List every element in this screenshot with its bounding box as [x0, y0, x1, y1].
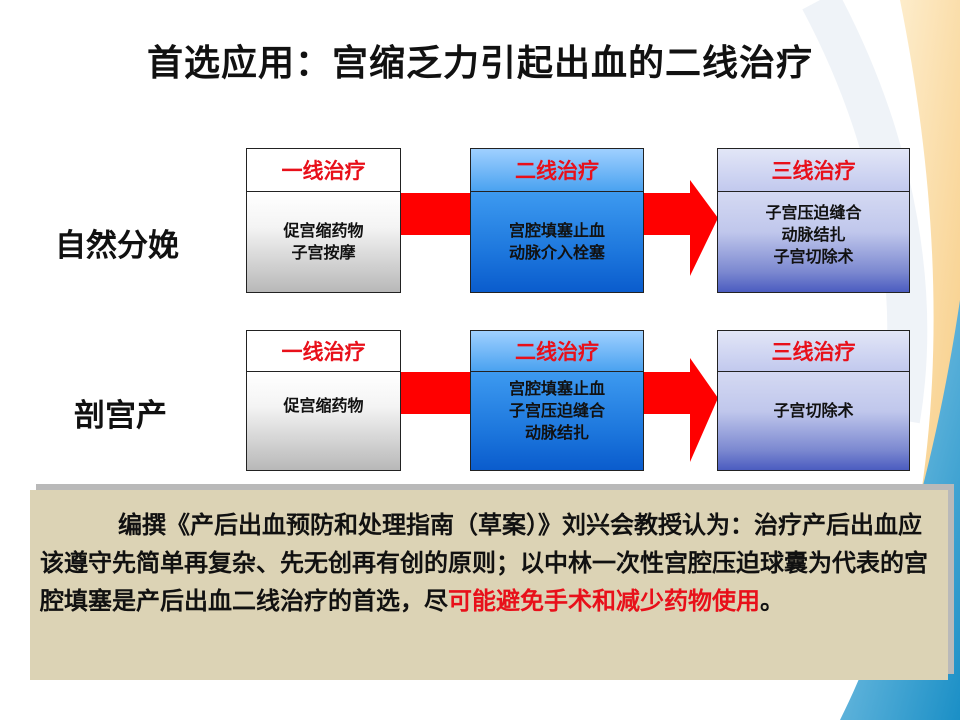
treatment-item: 子宫按摩	[291, 243, 356, 262]
third-line-box: 三线治疗 子宫切除术	[717, 330, 910, 471]
row-label-natural-delivery: 自然分娩	[55, 228, 179, 264]
treatment-item: 动脉结扎	[781, 225, 846, 244]
arrow-band-1-2	[398, 372, 472, 414]
treatment-item: 宫腔填塞止血	[508, 379, 605, 398]
row-label-cesarean: 剖宫产	[74, 398, 167, 434]
note-highlight: 可能避免手术和减少药物使用	[448, 587, 760, 615]
third-line-box: 三线治疗 子宫压迫缝合 动脉结扎 子宫切除术	[717, 148, 910, 293]
treatment-item: 促宫缩药物	[283, 396, 364, 415]
first-line-box: 一线治疗 促宫缩药物 子宫按摩	[246, 148, 401, 293]
treatment-item: 动脉介入栓塞	[508, 243, 605, 262]
box-header: 二线治疗	[471, 149, 643, 192]
arrow-band-1-2	[398, 193, 472, 235]
treatment-item: 子宫切除术	[773, 247, 854, 266]
box-body: 宫腔填塞止血 子宫压迫缝合 动脉结扎	[471, 372, 643, 470]
first-line-box: 一线治疗 促宫缩药物	[246, 330, 401, 471]
box-body: 促宫缩药物	[247, 372, 400, 470]
arrow-row1	[398, 180, 718, 276]
box-body: 子宫压迫缝合 动脉结扎 子宫切除术	[718, 192, 909, 292]
box-body: 宫腔填塞止血 动脉介入栓塞	[471, 192, 643, 292]
box-header: 一线治疗	[247, 331, 400, 372]
arrow-head-2-3	[642, 180, 718, 276]
treatment-item: 动脉结扎	[524, 423, 589, 442]
arrow-row2	[398, 358, 718, 462]
treatment-item: 宫腔填塞止血	[508, 221, 605, 240]
treatment-item: 子宫切除术	[773, 401, 854, 420]
arrow-head-2-3	[642, 358, 718, 462]
second-line-box: 二线治疗 宫腔填塞止血 动脉介入栓塞	[470, 148, 644, 293]
treatment-item: 子宫压迫缝合	[508, 401, 605, 420]
note-end: 。	[760, 587, 784, 615]
box-body: 促宫缩药物 子宫按摩	[247, 192, 400, 292]
box-header: 二线治疗	[471, 331, 643, 372]
box-body: 子宫切除术	[718, 372, 909, 470]
treatment-item: 促宫缩药物	[283, 221, 364, 240]
treatment-item: 子宫压迫缝合	[765, 203, 862, 222]
box-header: 三线治疗	[718, 331, 909, 372]
guideline-note: 编撰《产后出血预防和处理指南（草案）》刘兴会教授认为：治疗产后出血应该遵守先简单…	[30, 490, 948, 680]
slide-title: 首选应用：宫缩乏力引起出血的二线治疗	[146, 43, 813, 84]
second-line-box: 二线治疗 宫腔填塞止血 子宫压迫缝合 动脉结扎	[470, 330, 644, 471]
box-header: 三线治疗	[718, 149, 909, 192]
box-header: 一线治疗	[247, 149, 400, 192]
note-text: 编撰《产后出血预防和处理指南（草案）》刘兴会教授认为：治疗产后出血应该遵守先简单…	[40, 511, 928, 615]
